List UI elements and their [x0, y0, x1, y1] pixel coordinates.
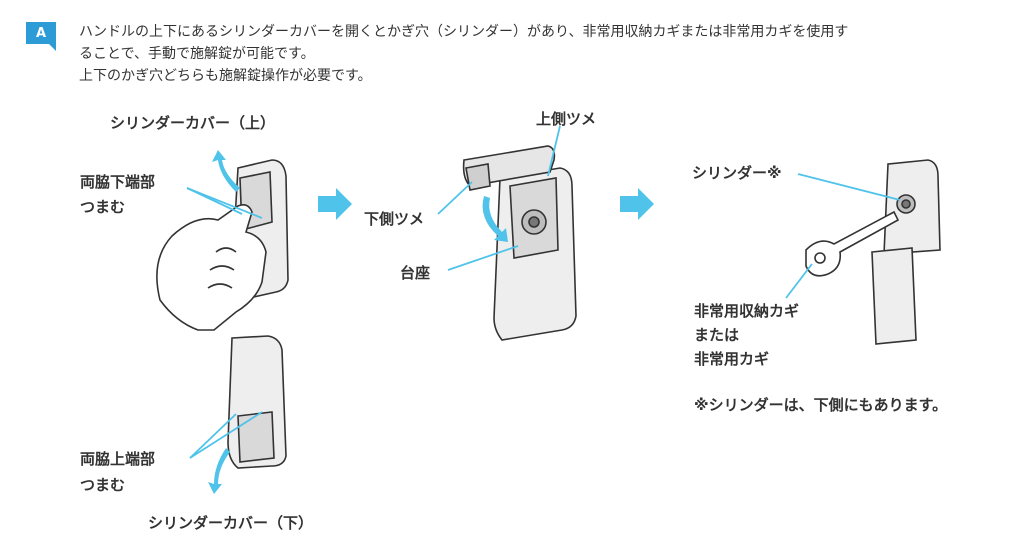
label-lower-tab: 下側ツメ — [364, 210, 424, 228]
step-arrows — [318, 188, 654, 220]
cover-open-arrows — [208, 150, 240, 494]
label-key-3: 非常用カギ — [694, 350, 769, 368]
label-note: ※シリンダーは、下側にもあります。 — [694, 396, 947, 414]
label-cylinder: シリンダー※ — [692, 164, 782, 182]
label-squeeze-lower-1: 両脇下端部 — [80, 173, 155, 191]
label-base: 台座 — [400, 264, 430, 282]
label-squeeze-lower-2: つまむ — [80, 198, 125, 216]
answer-line-3: 上下のかぎ穴どちらも施解錠操作が必要です。 — [79, 68, 372, 84]
panel2-leaders — [437, 125, 561, 271]
panel1-leaders — [186, 187, 263, 459]
key-insertion-illustration — [805, 159, 941, 345]
cover-swing-arrow — [482, 196, 508, 242]
panel3-leaders — [785, 173, 901, 299]
label-upper-tab: 上側ツメ — [536, 110, 596, 128]
opened-cover-illustration — [462, 145, 577, 341]
handle-illustration — [156, 159, 289, 469]
answer-line-2: ることで、手動で施解錠が可能です。 — [79, 46, 315, 62]
label-squeeze-upper-2: つまむ — [80, 476, 125, 494]
answer-text: ハンドルの上下にあるシリンダーカバーを開くとかぎ穴（シリンダー）があり、非常用収… — [79, 21, 999, 87]
label-cover-top: シリンダーカバー（上） — [110, 114, 275, 132]
answer-line-1: ハンドルの上下にあるシリンダーカバーを開くとかぎ穴（シリンダー）があり、非常用収… — [79, 24, 849, 40]
label-squeeze-upper-1: 両脇上端部 — [80, 450, 155, 468]
figure-labels: シリンダーカバー（上） 両脇下端部 つまむ 両脇上端部 つまむ シリンダーカバー… — [80, 110, 947, 532]
label-key-1: 非常用収納カギ — [694, 302, 799, 320]
label-key-2: または — [694, 326, 739, 344]
answer-badge: A — [26, 22, 56, 51]
label-cover-bottom: シリンダーカバー（下） — [148, 514, 313, 532]
